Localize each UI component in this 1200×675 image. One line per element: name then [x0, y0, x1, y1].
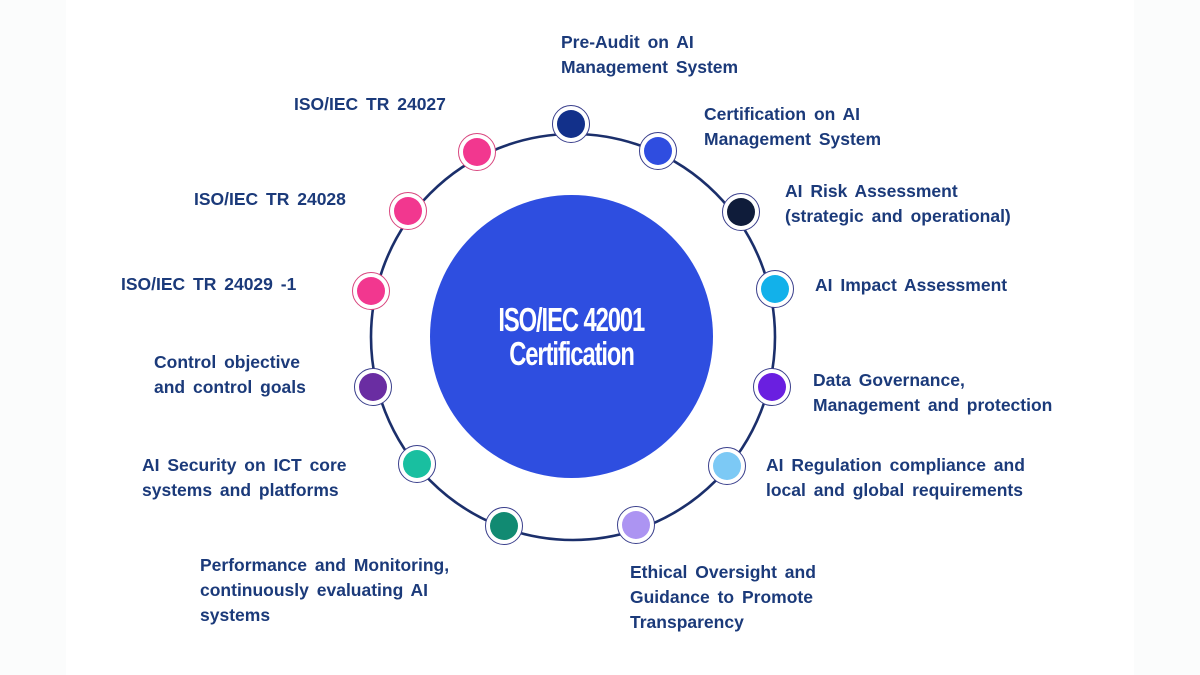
certification-dot-icon [644, 137, 672, 165]
label-line: Management and protection [813, 395, 1053, 415]
label-impact-assessment: AI Impact Assessment [815, 273, 1007, 298]
impact-assessment-dot-icon [761, 275, 789, 303]
label-performance-monitoring: Performance and Monitoring, continuously… [200, 553, 449, 628]
label-ai-security: AI Security on ICT core systems and plat… [142, 453, 347, 503]
label-line: Control objective [154, 352, 300, 372]
label-line: Transparency [630, 612, 744, 632]
label-ethical-oversight: Ethical Oversight and Guidance to Promot… [630, 560, 816, 635]
node-iso-tr-24029 [352, 272, 390, 310]
label-line: continuously evaluating AI [200, 580, 429, 600]
node-risk-assessment [722, 193, 760, 231]
label-line: local and global requirements [766, 480, 1023, 500]
label-line: and control goals [154, 377, 306, 397]
label-line: systems and platforms [142, 480, 339, 500]
label-data-governance: Data Governance, Management and protecti… [813, 368, 1052, 418]
label-control-objective: Control objective and control goals [154, 350, 306, 400]
label-line: ISO/IEC TR 24028 [194, 189, 346, 209]
node-ethical-oversight [617, 506, 655, 544]
center-circle: ISO/IEC 42001 Certification [430, 195, 713, 478]
node-data-governance [753, 368, 791, 406]
pre-audit-dot-icon [557, 110, 585, 138]
label-iso-tr-24028: ISO/IEC TR 24028 [194, 187, 346, 212]
node-control-objective [354, 368, 392, 406]
label-regulation-compliance: AI Regulation compliance and local and g… [766, 453, 1025, 503]
performance-monitoring-dot-icon [490, 512, 518, 540]
iso-tr-24027-dot-icon [463, 138, 491, 166]
label-line: (strategic and operational) [785, 206, 1011, 226]
label-line: Ethical Oversight and [630, 562, 816, 582]
control-objective-dot-icon [359, 373, 387, 401]
label-line: AI Impact Assessment [815, 275, 1008, 295]
node-regulation-compliance [708, 447, 746, 485]
label-iso-tr-24027: ISO/IEC TR 24027 [294, 92, 446, 117]
label-line: Management System [704, 129, 882, 149]
node-impact-assessment [756, 270, 794, 308]
node-performance-monitoring [485, 507, 523, 545]
label-line: AI Security on ICT core [142, 455, 347, 475]
label-line: Pre-Audit on AI [561, 32, 694, 52]
node-iso-tr-24027 [458, 133, 496, 171]
label-line: AI Risk Assessment [785, 181, 958, 201]
label-line: Data Governance, [813, 370, 965, 390]
center-title-line1: ISO/IEC 42001 [498, 300, 646, 338]
label-pre-audit: Pre-Audit on AI Management System [561, 30, 738, 80]
label-line: ISO/IEC TR 24029 -1 [121, 274, 297, 294]
label-line: Performance and Monitoring, [200, 555, 450, 575]
ai-security-dot-icon [403, 450, 431, 478]
label-line: Management System [561, 57, 739, 77]
iso-tr-24029-dot-icon [357, 277, 385, 305]
label-line: ISO/IEC TR 24027 [294, 94, 446, 114]
label-risk-assessment: AI Risk Assessment (strategic and operat… [785, 179, 1011, 229]
data-governance-dot-icon [758, 373, 786, 401]
label-line: systems [200, 605, 271, 625]
label-line: AI Regulation compliance and [766, 455, 1025, 475]
iso-tr-24028-dot-icon [394, 197, 422, 225]
ethical-oversight-dot-icon [622, 511, 650, 539]
node-ai-security [398, 445, 436, 483]
risk-assessment-dot-icon [727, 198, 755, 226]
node-certification [639, 132, 677, 170]
label-iso-tr-24029: ISO/IEC TR 24029 -1 [121, 272, 296, 297]
node-pre-audit [552, 105, 590, 143]
regulation-compliance-dot-icon [713, 452, 741, 480]
label-certification: Certification on AI Management System [704, 102, 881, 152]
center-title-line2: Certification [509, 334, 635, 372]
label-line: Guidance to Promote [630, 587, 813, 607]
node-iso-tr-24028 [389, 192, 427, 230]
label-line: Certification on AI [704, 104, 861, 124]
